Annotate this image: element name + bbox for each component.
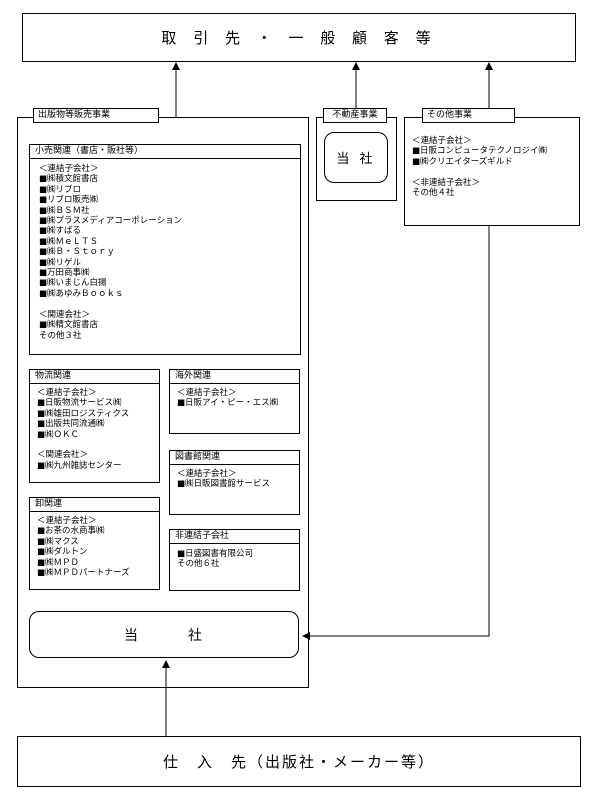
customers-box: 取 引 先 ・ 一 般 顧 客 等 (22, 13, 576, 62)
retail-title: 小売関連（書店・販社等） (30, 145, 300, 159)
list-item: ■㈱ＯＫＣ (37, 429, 80, 440)
list-item: ■㈱プラスメディアコーポレーション (39, 216, 183, 227)
arrow-other-to-company (302, 226, 490, 640)
list-item: その他３社 (39, 330, 82, 341)
list-item: ■㈱クリエイターズギルド (412, 156, 513, 167)
list-item: ■お茶の水商事㈱ (37, 526, 105, 537)
nonconsolidated-list: ■日盛図書有限公司その他６社 (177, 549, 253, 570)
other-segment-box: ＜連結子会社＞■日販コンピュータテクノロジイ㈱■㈱クリエイターズギルド ＜非連結… (404, 117, 580, 226)
retail-box: 小売関連（書店・販社等） ＜連結子会社＞■㈱積文館書店■㈱リブロ■リブロ販売㈱■… (29, 144, 301, 355)
list-item: ■出版共同流通㈱ (37, 419, 105, 430)
wholesale-title: 卸関連 (30, 498, 159, 512)
list-item: ■㈱積文館書店 (39, 174, 99, 185)
list-item: ■万田商事㈱ (39, 268, 90, 279)
logistics-title: 物流関連 (30, 370, 159, 384)
company-box-publishing: 当 社 (29, 611, 299, 658)
library-title: 図書館関連 (170, 451, 299, 465)
library-list: ＜連結子会社＞■㈱日販図書館サービス (177, 469, 270, 490)
list-item: ■㈱精文館書店 (39, 320, 99, 331)
list-item: ■㈱ＭＰＤ (37, 557, 80, 568)
overseas-title: 海外関連 (170, 370, 299, 384)
list-item: ＜関連会社＞ (37, 450, 89, 461)
realestate-segment-title: 不動産事業 (323, 108, 387, 123)
list-item: ■㈱すばる (39, 226, 82, 237)
list-item: ■㈱雄田ロジスティクス (37, 408, 130, 419)
list-item: ＜非連結子会社＞ (412, 177, 481, 188)
list-item: ■㈱いまじん白揚 (39, 278, 107, 289)
list-item: ■㈱ＭｅＬＴＳ (39, 236, 99, 247)
list-item: ■日盛図書有限公司 (177, 549, 254, 559)
customers-label: 取 引 先 ・ 一 般 顧 客 等 (161, 29, 437, 47)
list-item: ■㈱ダルトン (37, 547, 88, 558)
logistics-list: ＜連結子会社＞■日販物流サービス㈱■㈱雄田ロジスティクス■出版共同流通㈱■㈱ＯＫ… (37, 388, 129, 471)
list-item: ＜連結子会社＞ (412, 136, 472, 146)
list-item: ＜連結子会社＞ (39, 164, 99, 174)
list-item: ＜連結子会社＞ (37, 516, 97, 526)
library-box: 図書館関連 ＜連結子会社＞■㈱日販図書館サービス (169, 450, 300, 515)
list-item: ■日販アイ・ピー・エス㈱ (177, 398, 279, 409)
list-item: ■㈱ＢＳＭ社 (39, 205, 90, 216)
retail-list: ＜連結子会社＞■㈱積文館書店■㈱リブロ■リブロ販売㈱■㈱ＢＳＭ社■㈱プラスメディ… (39, 164, 182, 341)
suppliers-label: 仕 入 先（出版社・メーカー等） (162, 753, 435, 771)
list-item: ＜連結子会社＞ (177, 388, 237, 398)
list-item: ■リブロ販売㈱ (39, 195, 99, 206)
list-item: ＜連結子会社＞ (177, 469, 237, 479)
nonconsolidated-title: 非連結子会社 (170, 530, 299, 544)
list-item: その他４社 (412, 188, 455, 199)
wholesale-box: 卸関連 ＜連結子会社＞■お茶の水商事㈱■㈱マクス■㈱ダルトン■㈱ＭＰＤ■㈱ＭＰＤ… (29, 497, 160, 590)
list-item: ■㈱リブロ (39, 184, 82, 195)
list-item: ■㈱日販図書館サービス (177, 479, 271, 490)
other-list: ＜連結子会社＞■日販コンピュータテクノロジイ㈱■㈱クリエイターズギルド ＜非連結… (412, 136, 547, 198)
list-item: ■㈱Ｂ・Ｓｔｏｒｙ (39, 247, 116, 258)
list-item: その他６社 (177, 559, 220, 570)
list-item: ■㈱マクス (37, 536, 79, 547)
list-item: ■㈱リゲル (39, 257, 82, 268)
list-item: ＜連結子会社＞ (37, 388, 97, 398)
company-label-publishing: 当 社 (124, 627, 204, 644)
list-item: ＜関連会社＞ (39, 309, 91, 320)
publishing-segment-title: 出版物等販売事業 (33, 108, 159, 123)
overseas-box: 海外関連 ＜連結子会社＞■日販アイ・ピー・エス㈱ (169, 369, 300, 434)
other-segment-title: その他事業 (422, 108, 515, 123)
overseas-list: ＜連結子会社＞■日販アイ・ピー・エス㈱ (177, 388, 278, 409)
list-item: ■㈱九州雑誌センター (37, 460, 122, 471)
wholesale-list: ＜連結子会社＞■お茶の水商事㈱■㈱マクス■㈱ダルトン■㈱ＭＰＤ■㈱ＭＰＤパートナ… (37, 516, 130, 578)
list-item: ■日販物流サービス㈱ (37, 398, 122, 409)
company-label-realestate: 当 社 (336, 152, 376, 167)
list-item: ■日販コンピュータテクノロジイ㈱ (412, 146, 548, 157)
nonconsolidated-box: 非連結子会社 ■日盛図書有限公司その他６社 (169, 529, 300, 591)
list-item: ■㈱ＭＰＤパートナーズ (37, 568, 130, 579)
logistics-box: 物流関連 ＜連結子会社＞■日販物流サービス㈱■㈱雄田ロジスティクス■出版共同流通… (29, 369, 160, 483)
suppliers-box: 仕 入 先（出版社・メーカー等） (17, 736, 581, 787)
list-item: ■㈱あゆみＢｏｏｋｓ (39, 288, 124, 299)
company-box-realestate: 当 社 (324, 132, 388, 183)
